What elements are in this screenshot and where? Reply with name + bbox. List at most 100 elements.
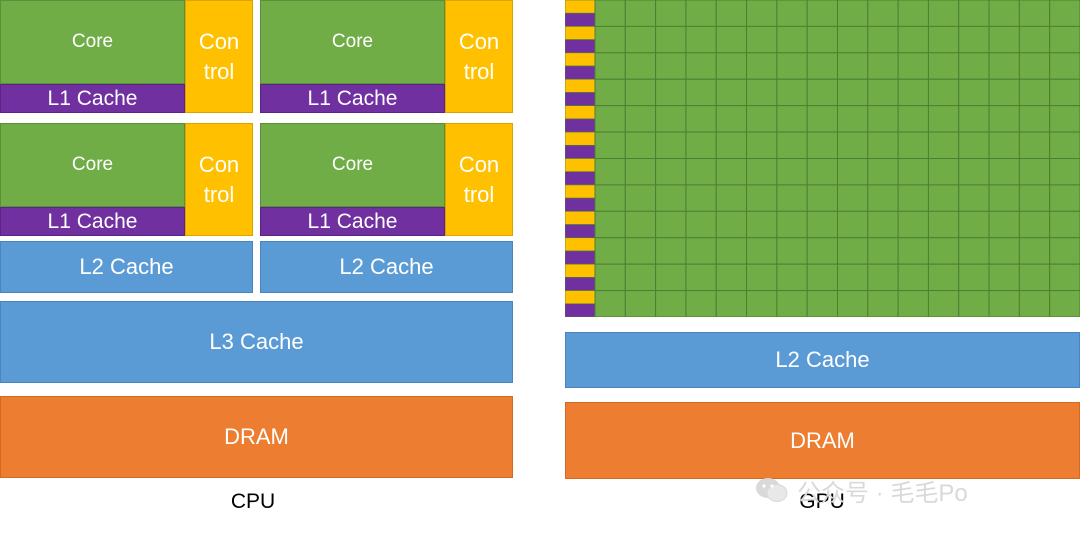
gpu-core-cell <box>958 184 990 212</box>
gpu-core-cell <box>958 290 990 317</box>
gpu-core-cell <box>897 0 929 27</box>
gpu-l1-cache-band <box>565 197 596 212</box>
gpu-core-cell <box>594 25 626 54</box>
gpu-core-cell <box>806 184 838 212</box>
gpu-core-cell <box>988 210 1020 239</box>
gpu-control-band <box>565 158 596 173</box>
gpu-core-cell <box>624 0 657 27</box>
gpu-core-cell <box>806 158 838 186</box>
gpu-control-band <box>565 131 596 146</box>
gpu-core-cell <box>624 237 657 265</box>
gpu-core-cell <box>1049 78 1080 107</box>
gpu-core-cell <box>715 52 748 80</box>
gpu-core-cell <box>867 263 899 292</box>
gpu-core-cell <box>685 184 717 212</box>
gpu-core-cell <box>715 25 748 54</box>
gpu-core-cell <box>1018 105 1051 133</box>
gpu-core-cell <box>927 290 960 317</box>
gpu-core-cell <box>1049 184 1080 212</box>
gpu-core-cell <box>624 52 657 80</box>
gpu-core-cell <box>837 184 869 212</box>
gpu-core-cell <box>715 0 748 27</box>
gpu-core-cell <box>927 131 960 159</box>
gpu-core-cell <box>594 290 626 317</box>
gpu-core-cell <box>776 105 808 133</box>
gpu-core-cell <box>594 0 626 27</box>
gpu-core-cell <box>685 290 717 317</box>
gpu-l1-cache-band <box>565 171 596 186</box>
gpu-core-cell <box>746 52 778 80</box>
gpu-core-cell <box>624 210 657 239</box>
gpu-core-cell <box>655 290 687 317</box>
gpu-core-cell <box>958 25 990 54</box>
gpu-core-cell <box>594 105 626 133</box>
gpu-core-cell <box>837 0 869 27</box>
cpu-dram: DRAM <box>0 396 513 478</box>
gpu-core-cell <box>1049 25 1080 54</box>
gpu-core-cell <box>624 78 657 107</box>
gpu-core-cell <box>897 105 929 133</box>
gpu-control-band <box>565 0 596 14</box>
cpu-control-4: Con trol <box>445 123 513 236</box>
gpu-core-cell <box>837 237 869 265</box>
gpu-core-cell <box>746 158 778 186</box>
gpu-core-cell <box>958 52 990 80</box>
gpu-core-cell <box>1049 290 1080 317</box>
gpu-core-cell <box>806 0 838 27</box>
gpu-core-cell <box>867 25 899 54</box>
gpu-core-cell <box>776 52 808 80</box>
gpu-core-cell <box>897 78 929 107</box>
gpu-control-band <box>565 105 596 120</box>
gpu-core-cell <box>867 131 899 159</box>
gpu-core-cell <box>746 25 778 54</box>
gpu-core-cell <box>806 131 838 159</box>
gpu-core-cell <box>837 158 869 186</box>
gpu-control-band <box>565 290 596 305</box>
watermark-text: 公众号 · 毛毛Po <box>797 479 968 507</box>
cpu-core-2: Core <box>260 0 445 84</box>
gpu-core-cell <box>715 237 748 265</box>
gpu-core-cell <box>837 78 869 107</box>
gpu-core-cell <box>594 158 626 186</box>
cpu-l3-cache: L3 Cache <box>0 301 513 383</box>
gpu-l1-cache-band <box>565 277 596 291</box>
gpu-core-cell <box>1049 105 1080 133</box>
gpu-l1-cache-band <box>565 224 596 239</box>
gpu-core-cell <box>624 105 657 133</box>
gpu-core-cell <box>624 25 657 54</box>
gpu-core-cell <box>988 290 1020 317</box>
gpu-core-cell <box>1049 158 1080 186</box>
gpu-core-cell <box>776 263 808 292</box>
gpu-core-cell <box>715 158 748 186</box>
cpu-l1-cache-2: L1 Cache <box>260 84 445 113</box>
gpu-core-cell <box>1049 263 1080 292</box>
gpu-core-cell <box>867 210 899 239</box>
gpu-core-cell <box>685 105 717 133</box>
gpu-core-cell <box>746 237 778 265</box>
cpu-core-1: Core <box>0 0 185 84</box>
gpu-core-cell <box>867 290 899 317</box>
gpu-core-cell <box>927 52 960 80</box>
cpu-control-1: Con trol <box>185 0 253 113</box>
gpu-core-cell <box>655 158 687 186</box>
cpu-control-3: Con trol <box>185 123 253 236</box>
gpu-l1-cache-band <box>565 144 596 159</box>
gpu-core-cell <box>958 131 990 159</box>
gpu-core-cell <box>837 290 869 317</box>
gpu-core-cell <box>1049 237 1080 265</box>
gpu-core-cell <box>988 158 1020 186</box>
gpu-l1-cache-band <box>565 39 596 54</box>
gpu-core-cell <box>594 210 626 239</box>
gpu-dram: DRAM <box>565 402 1080 479</box>
gpu-core-cell <box>837 210 869 239</box>
gpu-core-cell <box>1018 237 1051 265</box>
gpu-control-band <box>565 52 596 67</box>
gpu-core-cell <box>624 263 657 292</box>
gpu-l1-cache-band <box>565 118 596 133</box>
gpu-core-cell <box>776 78 808 107</box>
gpu-core-cell <box>988 237 1020 265</box>
gpu-core-cell <box>867 52 899 80</box>
gpu-control-band <box>565 211 596 225</box>
gpu-core-cell <box>776 290 808 317</box>
gpu-core-cell <box>837 52 869 80</box>
